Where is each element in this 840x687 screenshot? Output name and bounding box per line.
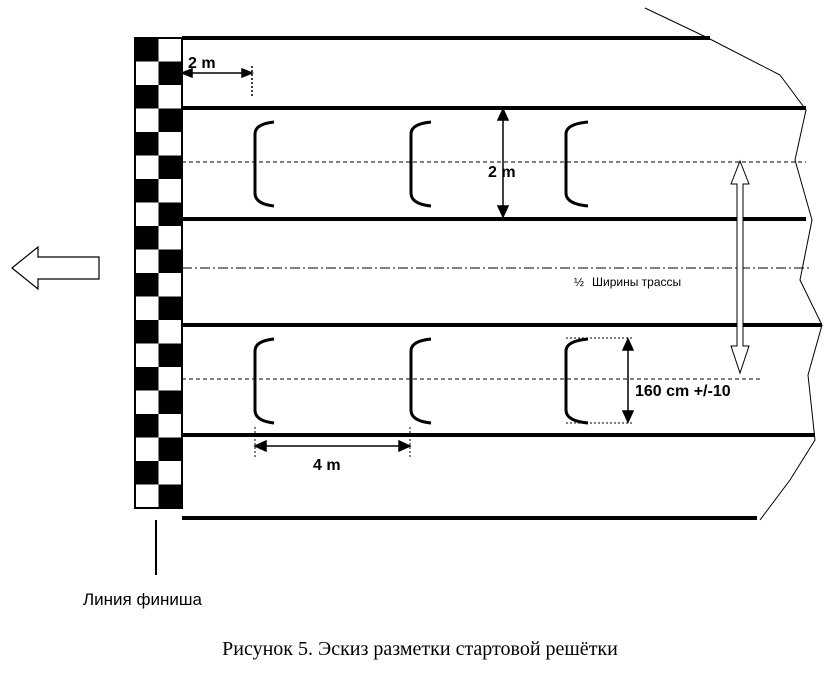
track-lines <box>182 36 822 520</box>
checker-square <box>135 320 159 344</box>
dimension-row-spacing <box>253 427 412 457</box>
checker-square <box>158 202 182 226</box>
half-symbol: ½ <box>574 275 584 289</box>
half-width-double-arrow <box>730 159 750 375</box>
checker-square <box>158 390 182 414</box>
grid-box-top-3 <box>564 120 589 208</box>
checker-square <box>135 85 159 109</box>
checker-square <box>135 179 159 203</box>
checker-square <box>135 273 159 297</box>
label-row-spacing: 4 m <box>313 457 341 474</box>
arrow-left-icon <box>11 245 100 291</box>
grid-box-bottom-2 <box>409 337 432 425</box>
checker-square <box>158 108 182 132</box>
label-finish-line: Линия финиша <box>83 590 202 609</box>
checker-square <box>158 296 182 320</box>
checker-square <box>135 367 159 391</box>
checker-square <box>135 132 159 156</box>
grid-box-top-1 <box>253 120 275 208</box>
label-box-length: 160 cm +/-10 <box>635 383 731 400</box>
torn-edge <box>644 7 823 521</box>
checker-square <box>135 38 159 62</box>
checker-square <box>135 226 159 250</box>
checker-square <box>158 343 182 367</box>
checker-square <box>158 437 182 461</box>
grid-box-bottom-1 <box>253 337 275 425</box>
grid-positions <box>253 120 589 425</box>
checkered-finish-line <box>134 37 183 509</box>
checker-square <box>158 155 182 179</box>
dimension-gap-top <box>179 66 255 96</box>
dimension-lane-width <box>496 107 510 219</box>
box-length-label-bg <box>633 380 758 400</box>
checker-square <box>158 249 182 273</box>
checker-square <box>158 484 182 508</box>
label-half-width: Ширины трассы <box>592 275 681 289</box>
checker-square <box>135 414 159 438</box>
checker-square <box>135 461 159 485</box>
figure-caption: Рисунок 5. Эскиз разметки стартовой решё… <box>222 638 618 660</box>
dimension-box-length <box>566 337 635 424</box>
checker-square <box>158 61 182 85</box>
half-width-label-bg <box>572 272 722 290</box>
label-gap-top: 2 m <box>188 55 216 72</box>
grid-box-bottom-3 <box>564 337 589 425</box>
grid-box-top-2 <box>409 120 432 208</box>
label-lane-width: 2 m <box>488 164 516 181</box>
